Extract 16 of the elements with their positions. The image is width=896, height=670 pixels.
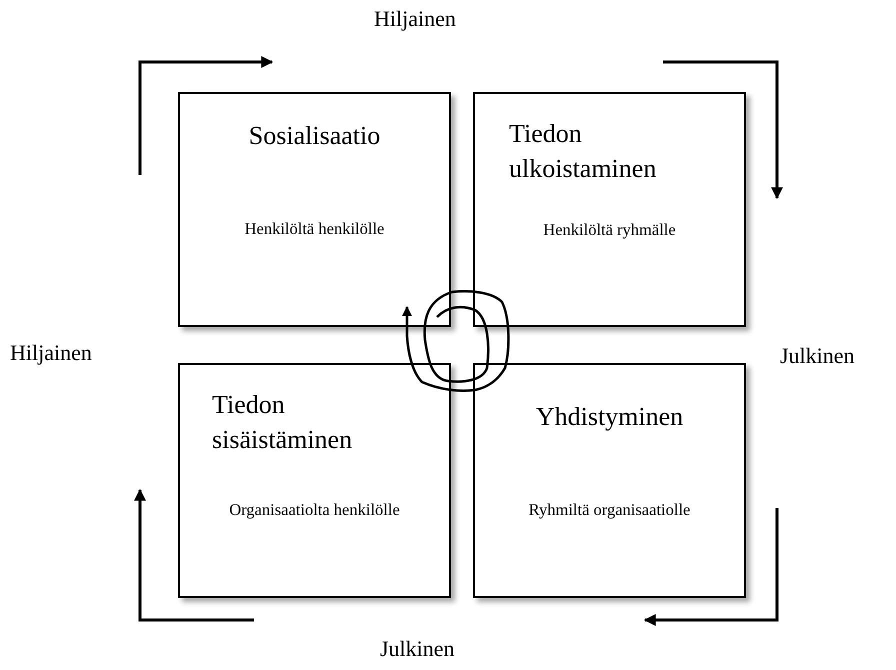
axis-label: Julkinen <box>380 636 455 662</box>
axis-label: Hiljainen <box>374 6 456 32</box>
quadrant-title: Tiedon ulkoistaminen <box>509 118 658 185</box>
quadrant-title: Tiedon sisäistäminen <box>212 389 354 456</box>
axis-label: Julkinen <box>780 343 855 369</box>
quadrant-description: Henkilöltä henkilölle <box>244 219 386 239</box>
quadrant-description: Organisaatiolta henkilölle <box>228 500 401 520</box>
quadrant-box <box>178 92 451 327</box>
axis-label: Hiljainen <box>10 340 92 366</box>
quadrant-box <box>178 363 451 598</box>
quadrant-description: Ryhmiltä organisaatiolle <box>528 500 692 520</box>
quadrant-title: Yhdistyminen <box>534 401 684 433</box>
quadrant-description: Henkilöltä ryhmälle <box>542 220 677 240</box>
quadrant-box <box>473 92 746 327</box>
quadrant-box <box>473 363 746 598</box>
quadrant-title: Sosialisaatio <box>248 120 382 152</box>
